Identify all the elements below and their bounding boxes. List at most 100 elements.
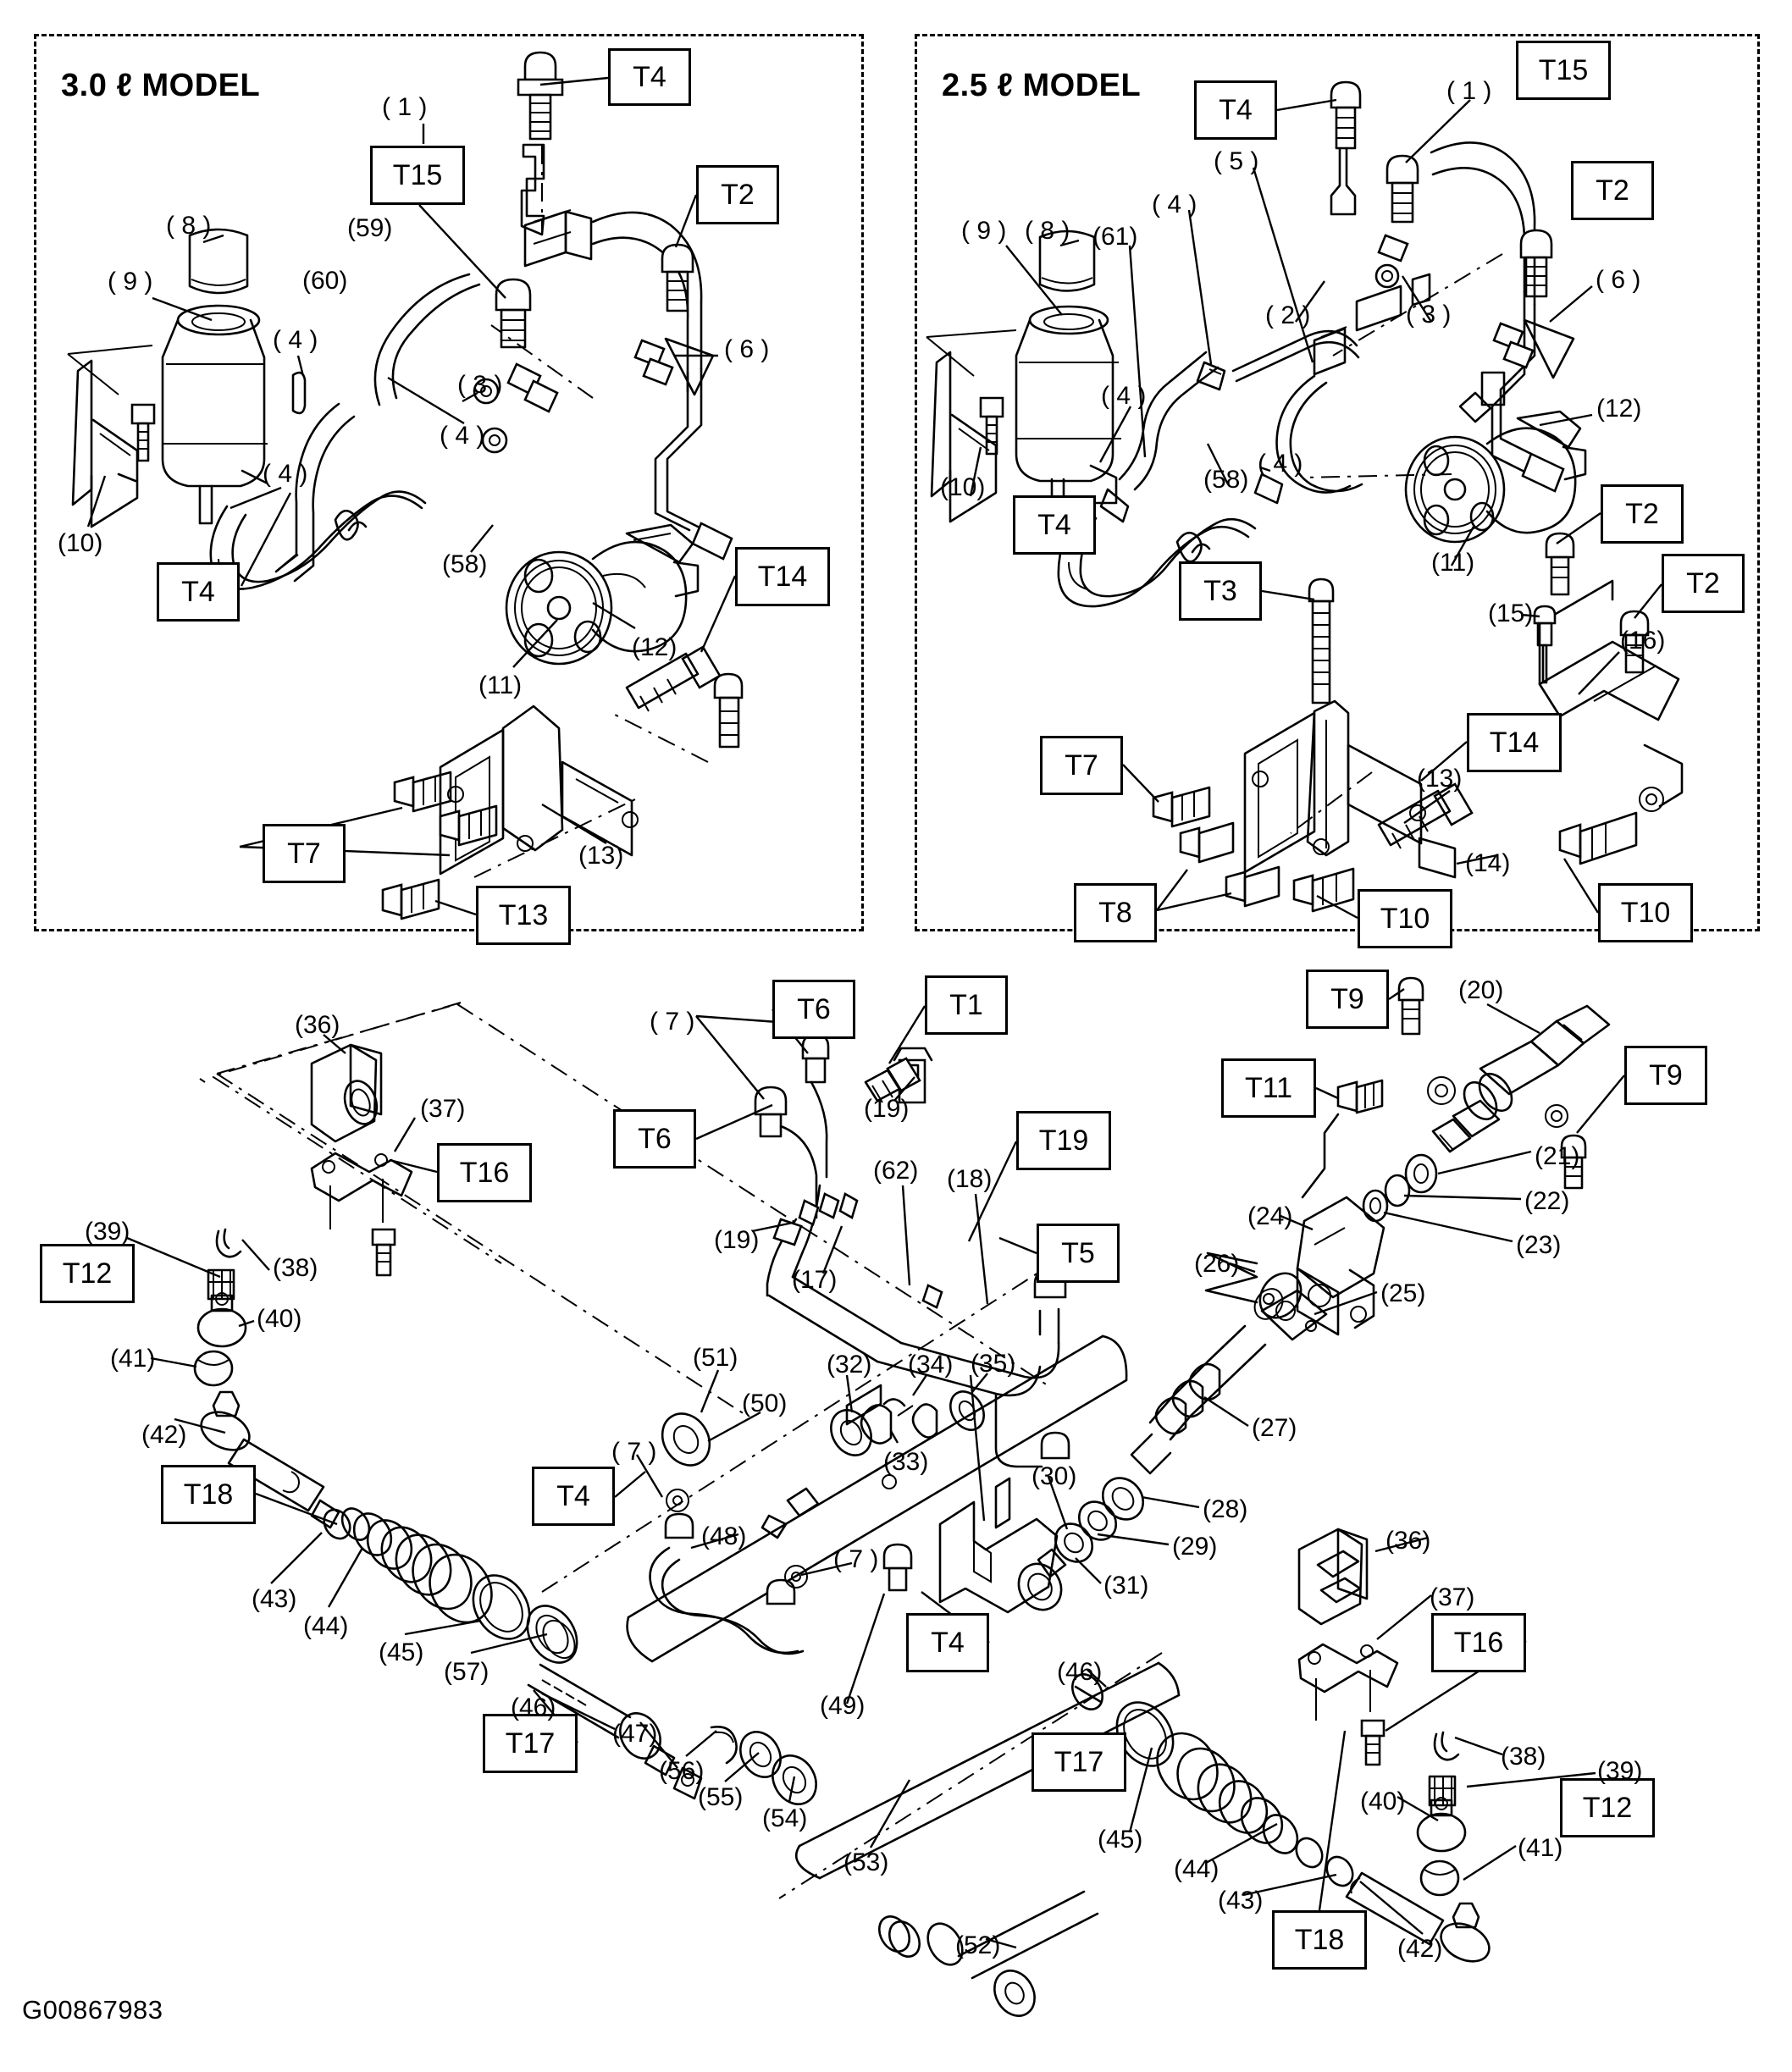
part-number-label: (10): [940, 473, 986, 501]
part-number-label: ( 7 ): [611, 1438, 657, 1466]
part-number-label: (39): [85, 1218, 130, 1246]
part-number-label: (13): [578, 842, 624, 870]
part-number-label: (44): [1174, 1855, 1220, 1883]
part-number-label: (54): [762, 1804, 808, 1832]
part-number-label: ( 4 ): [263, 460, 308, 488]
torque-spec-t8[interactable]: T8: [1074, 883, 1157, 942]
part-number-label: (12): [1596, 395, 1642, 423]
part-number-label: (49): [820, 1692, 866, 1720]
torque-spec-t6[interactable]: T6: [613, 1109, 696, 1169]
part-number-label: (38): [273, 1254, 318, 1282]
torque-spec-t9[interactable]: T9: [1624, 1046, 1707, 1105]
torque-spec-t4[interactable]: T4: [1013, 495, 1096, 555]
part-number-label: (47): [612, 1720, 658, 1748]
part-number-label: (41): [110, 1345, 156, 1373]
part-number-label: (45): [1098, 1826, 1143, 1854]
torque-spec-t4[interactable]: T4: [1194, 80, 1277, 140]
torque-spec-t4[interactable]: T4: [532, 1467, 615, 1526]
torque-spec-t2[interactable]: T2: [696, 165, 779, 224]
part-number-label: (41): [1518, 1834, 1563, 1862]
torque-spec-t12[interactable]: T12: [40, 1244, 135, 1303]
torque-spec-t2[interactable]: T2: [1571, 161, 1654, 220]
part-number-label: (30): [1032, 1462, 1077, 1490]
torque-spec-t16[interactable]: T16: [437, 1143, 532, 1202]
torque-spec-t4[interactable]: T4: [608, 48, 691, 106]
torque-spec-t1[interactable]: T1: [925, 975, 1008, 1035]
part-number-label: ( 8 ): [166, 212, 212, 240]
torque-spec-t14[interactable]: T14: [1467, 713, 1562, 772]
torque-spec-t16[interactable]: T16: [1431, 1613, 1526, 1672]
part-number-label: (45): [379, 1638, 424, 1666]
torque-spec-t17[interactable]: T17: [1032, 1732, 1126, 1792]
torque-spec-t5[interactable]: T5: [1037, 1224, 1120, 1283]
torque-spec-t15[interactable]: T15: [1516, 41, 1611, 100]
part-number-label: (29): [1172, 1533, 1218, 1561]
part-number-label: (57): [444, 1658, 489, 1686]
part-number-label: (42): [141, 1421, 187, 1449]
part-number-label: (42): [1397, 1935, 1443, 1963]
part-number-label: ( 9 ): [108, 268, 153, 296]
part-number-label: (36): [295, 1011, 340, 1039]
part-number-label: (56): [659, 1757, 705, 1785]
torque-spec-t3[interactable]: T3: [1179, 561, 1262, 621]
torque-spec-t10[interactable]: T10: [1358, 889, 1452, 948]
part-number-label: (50): [742, 1390, 788, 1417]
part-number-label: (25): [1380, 1279, 1426, 1307]
torque-spec-t15[interactable]: T15: [370, 146, 465, 205]
part-number-label: (20): [1458, 976, 1504, 1004]
part-number-label: (11): [1431, 549, 1475, 577]
art-lower-assembly: [193, 976, 1611, 2017]
torque-spec-t4[interactable]: T4: [906, 1613, 989, 1672]
torque-spec-t4[interactable]: T4: [157, 562, 240, 622]
torque-spec-t2[interactable]: T2: [1662, 554, 1745, 613]
part-number-label: ( 6 ): [1596, 266, 1641, 294]
torque-spec-t6[interactable]: T6: [772, 980, 855, 1039]
torque-spec-t18[interactable]: T18: [1272, 1910, 1367, 1970]
part-number-label: ( 5 ): [1214, 147, 1259, 175]
part-number-label: ( 2 ): [1265, 301, 1311, 329]
part-number-label: (23): [1516, 1231, 1562, 1259]
torque-spec-t7[interactable]: T7: [1040, 736, 1123, 795]
part-number-label: (17): [792, 1266, 838, 1294]
part-number-label: (60): [302, 267, 348, 295]
part-number-label: (62): [873, 1157, 919, 1185]
part-number-label: (58): [442, 550, 488, 578]
part-number-label: (44): [303, 1612, 349, 1640]
part-number-label: (58): [1203, 466, 1249, 494]
part-number-label: (48): [701, 1522, 747, 1550]
part-number-label: ( 4 ): [1258, 450, 1303, 478]
part-number-label: (10): [58, 529, 103, 557]
torque-spec-t18[interactable]: T18: [161, 1465, 256, 1524]
torque-spec-t10[interactable]: T10: [1598, 883, 1693, 942]
model-box-25l: [915, 34, 1760, 931]
model-title-25l: 2.5 ℓ MODEL: [942, 68, 1142, 103]
part-number-label: (14): [1465, 849, 1511, 877]
torque-spec-t9[interactable]: T9: [1306, 970, 1389, 1029]
part-number-label: (24): [1247, 1202, 1293, 1230]
part-number-label: ( 6 ): [724, 335, 770, 363]
torque-spec-t11[interactable]: T11: [1221, 1058, 1316, 1118]
torque-spec-t14[interactable]: T14: [735, 547, 830, 606]
torque-spec-t2[interactable]: T2: [1601, 484, 1684, 544]
part-number-label: ( 3 ): [1406, 301, 1452, 329]
part-number-label: (27): [1252, 1414, 1297, 1442]
torque-spec-t12[interactable]: T12: [1560, 1778, 1655, 1837]
torque-spec-t13[interactable]: T13: [476, 886, 571, 945]
part-number-label: (32): [827, 1351, 872, 1379]
part-number-label: (37): [420, 1095, 466, 1123]
part-number-label: (36): [1385, 1527, 1431, 1555]
part-number-label: (43): [1218, 1887, 1264, 1915]
torque-spec-t19[interactable]: T19: [1016, 1111, 1111, 1170]
part-number-label: (21): [1535, 1142, 1580, 1170]
torque-spec-t17[interactable]: T17: [483, 1714, 578, 1773]
part-number-label: (12): [632, 633, 678, 661]
part-number-label: (55): [698, 1783, 744, 1811]
part-number-label: ( 9 ): [961, 217, 1007, 245]
part-number-label: (38): [1501, 1743, 1546, 1771]
part-number-label: (31): [1103, 1572, 1149, 1600]
torque-spec-t7[interactable]: T7: [263, 824, 346, 883]
part-number-label: (52): [955, 1931, 1001, 1959]
part-number-label: (39): [1597, 1757, 1643, 1785]
part-number-label: (40): [257, 1305, 302, 1333]
